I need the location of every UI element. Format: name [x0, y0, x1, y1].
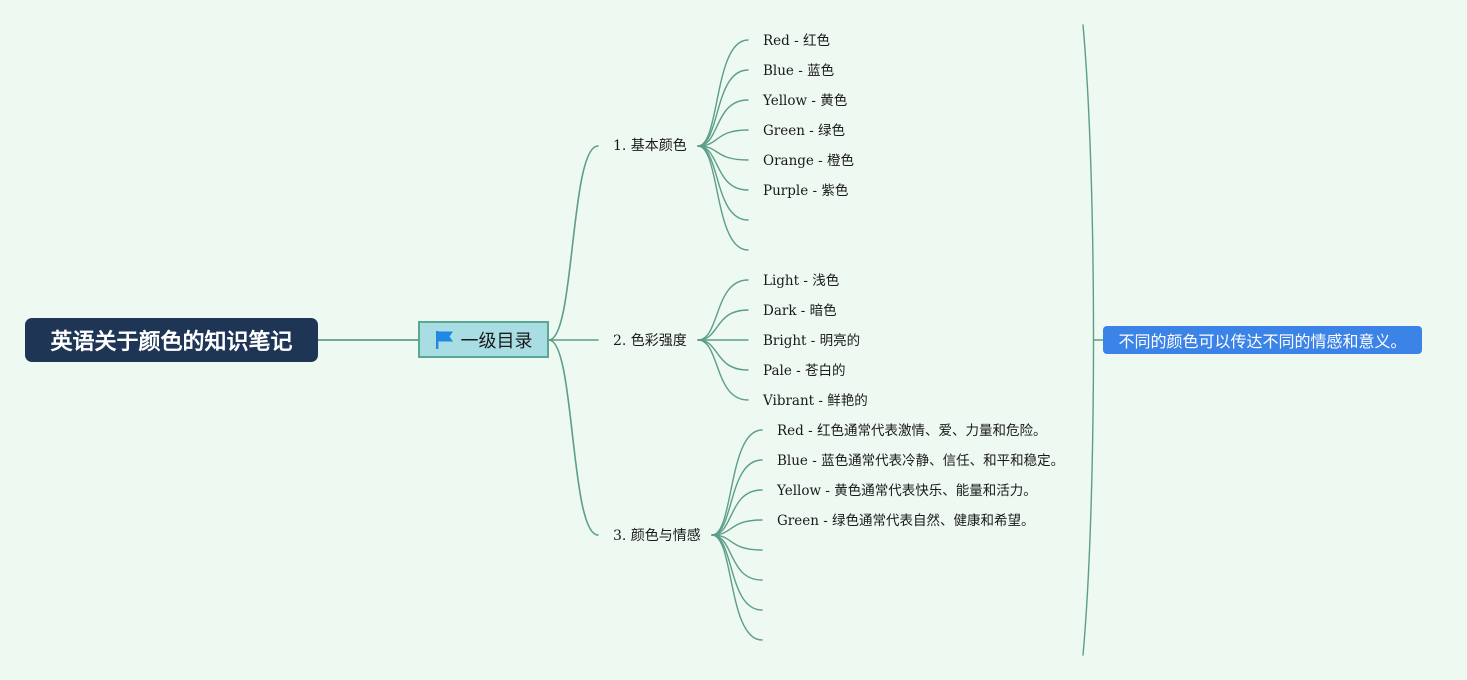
- leaf-connector: [697, 309, 749, 341]
- leaf-item[interactable]: Bright - 明亮的: [763, 333, 861, 349]
- leaf-item[interactable]: Blue - 蓝色通常代表冷静、信任、和平和稳定。: [777, 453, 1065, 469]
- leaf-item[interactable]: Orange - 橙色: [763, 153, 855, 169]
- level1-topic-label: 一级目录: [460, 330, 533, 352]
- leaf-item[interactable]: Green - 绿色通常代表自然、健康和希望。: [777, 513, 1035, 529]
- leaf-connector: [711, 534, 763, 611]
- root-topic[interactable]: 英语关于颜色的知识笔记: [25, 318, 318, 362]
- leaf-item[interactable]: Yellow - 黄色通常代表快乐、能量和活力。: [777, 483, 1037, 499]
- leaf-item[interactable]: Vibrant - 鲜艳的: [763, 393, 868, 409]
- leaf-item[interactable]: Light - 浅色: [763, 273, 840, 289]
- leaf-item[interactable]: Blue - 蓝色: [763, 63, 835, 79]
- leaf-connector: [697, 129, 749, 147]
- leaf-connector: [711, 429, 763, 536]
- leaf-item[interactable]: Red - 红色通常代表激情、爱、力量和危险。: [777, 423, 1047, 439]
- leaf-item[interactable]: Pale - 苍白的: [763, 363, 846, 379]
- leaf-connector: [697, 279, 749, 341]
- leaf-connector: [697, 145, 749, 251]
- leaf-item[interactable]: Purple - 紫色: [763, 183, 849, 199]
- leaf-connector: [711, 489, 763, 536]
- branch-label: 1. 基本颜色: [613, 138, 687, 154]
- branch-connector: [548, 339, 599, 536]
- leaf-item[interactable]: Yellow - 黄色: [763, 93, 848, 109]
- leaf-connector: [711, 534, 763, 581]
- leaf-connector: [711, 459, 763, 536]
- summary-label: 不同的颜色可以传达不同的情感和意义。: [1118, 332, 1407, 351]
- leaf-connector: [697, 69, 749, 147]
- leaf-connector: [697, 339, 749, 401]
- flag-icon: [435, 330, 453, 349]
- leaf-connector: [711, 519, 763, 536]
- leaf-connector: [697, 145, 749, 221]
- leaf-connector: [697, 39, 749, 147]
- leaf-connector: [697, 99, 749, 147]
- level1-topic[interactable]: 一级目录: [418, 321, 549, 358]
- branch-label: 2. 色彩强度: [613, 333, 687, 349]
- summary-brace: [1082, 24, 1095, 656]
- leaf-connector: [697, 339, 749, 371]
- leaf-connector: [711, 534, 763, 641]
- leaf-item[interactable]: Green - 绿色: [763, 123, 846, 139]
- summary-topic[interactable]: 不同的颜色可以传达不同的情感和意义。: [1103, 326, 1422, 354]
- leaf-connector: [697, 145, 749, 191]
- root-topic-label: 英语关于颜色的知识笔记: [50, 330, 293, 355]
- branch-color-emotion[interactable]: 3. 颜色与情感: [613, 527, 701, 545]
- branch-basic-colors[interactable]: 1. 基本颜色: [613, 137, 687, 155]
- branch-color-intensity[interactable]: 2. 色彩强度: [613, 332, 687, 350]
- branch-label: 3. 颜色与情感: [613, 528, 701, 544]
- branch-connector: [548, 145, 599, 341]
- leaf-item[interactable]: Dark - 暗色: [763, 303, 837, 319]
- leaf-item[interactable]: Red - 红色: [763, 33, 830, 49]
